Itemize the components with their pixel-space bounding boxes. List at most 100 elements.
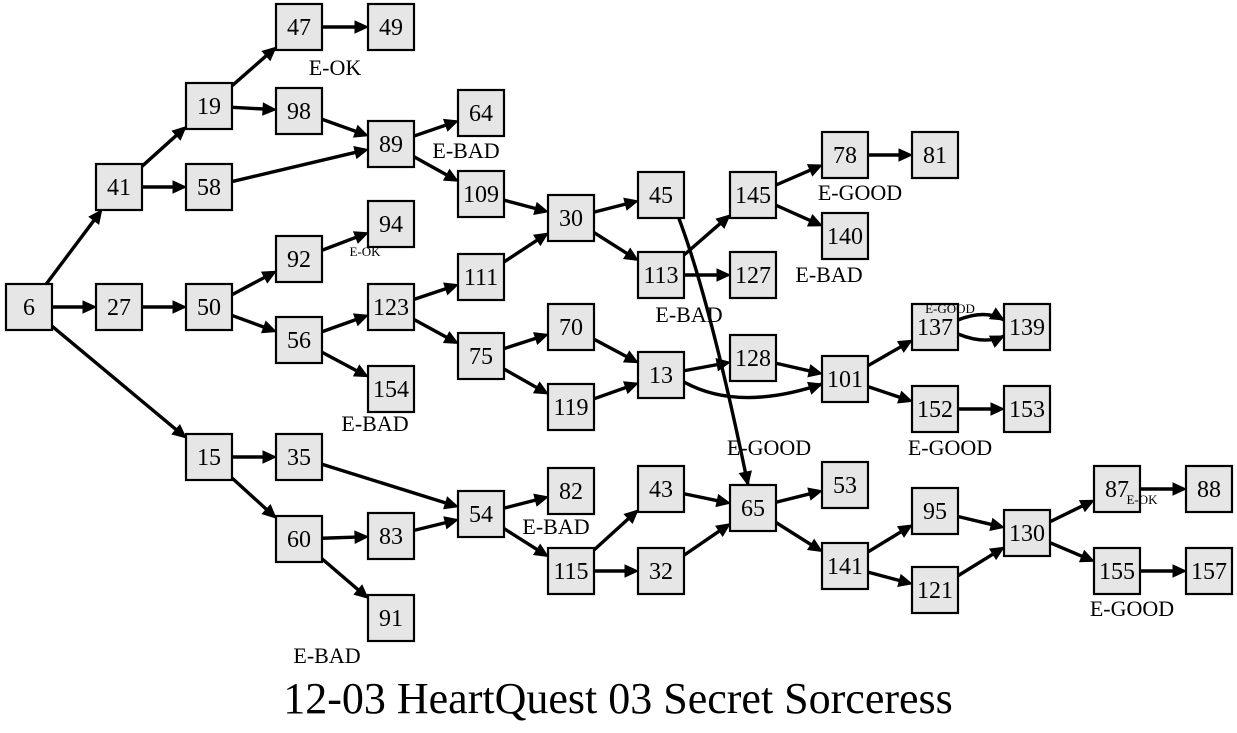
node-label: 49 [379,15,403,41]
node-box [636,250,686,300]
node-box [4,282,54,332]
node-label: 111 [464,265,498,291]
node-81: 81 [910,130,960,180]
node-137: 137 [910,302,960,352]
node-label: 94 [379,212,403,238]
node-label: 30 [559,206,583,232]
node-box [636,350,686,400]
edge-58-to-89 [231,145,370,184]
edge-27-to-50 [142,300,188,314]
node-60: 60 [274,514,324,564]
node-box [274,432,324,482]
node-115: 115 [546,546,596,596]
edge-101-to-152 [867,385,914,404]
node-box [546,193,596,243]
node-label: 50 [197,295,221,321]
node-label: 109 [463,182,499,208]
node-label: 113 [643,263,678,289]
node-box [274,2,324,52]
node-88: 88 [1184,464,1234,514]
edge-56-to-154 [321,350,370,378]
node-64: 64 [456,88,506,138]
edge-70-to-13 [593,337,640,364]
node-box [820,460,870,510]
node-53: 53 [820,460,870,510]
edge-145-to-78 [775,164,824,187]
node-box [366,511,416,561]
node-box [366,364,416,414]
node-111: 111 [456,252,506,302]
node-139: 139 [1002,302,1052,352]
edge-92-to-94 [321,231,370,252]
node-101: 101 [820,354,870,404]
edge-141-to-121 [867,570,914,587]
node-label: 155 [1099,559,1135,585]
node-box [1092,546,1142,596]
node-label: 19 [197,94,221,120]
node-label: 128 [735,346,771,372]
node-label: 27 [107,295,131,321]
edge-56-to-123 [321,313,370,334]
edge-60-to-83 [321,530,370,544]
node-label: 47 [287,15,311,41]
node-box [820,130,870,180]
ending-label-154: E-BAD [341,411,408,436]
node-label: 64 [469,101,493,127]
edge-115-to-32 [594,564,640,578]
node-label: 139 [1009,315,1045,341]
node-label: 65 [741,496,765,522]
node-label: 83 [379,524,403,550]
edge-75-to-119 [503,367,550,395]
node-157: 157 [1184,546,1234,596]
node-label: 101 [827,367,863,393]
node-54: 54 [456,489,506,539]
node-140: 140 [820,211,870,261]
edge-87-to-88 [1140,482,1188,496]
node-56: 56 [274,315,324,365]
node-123: 123 [366,282,416,332]
node-box [636,464,686,514]
node-box [1002,508,1052,558]
node-label: 130 [1009,521,1045,547]
edges-layer [44,20,1188,600]
node-box [184,81,234,131]
node-label: 53 [833,473,857,499]
ending-label-152: E-GOOD [908,435,992,460]
node-box [94,282,144,332]
node-box [366,199,416,249]
node-label: 88 [1197,477,1221,503]
edge-89-to-64 [413,118,460,138]
node-box [910,486,960,536]
node-box [546,546,596,596]
edge-6-to-27 [52,300,98,314]
node-box [1002,384,1052,434]
edge-119-to-13 [593,381,640,401]
node-82: 82 [546,466,596,516]
node-94: 94 [366,199,416,249]
node-box [366,2,416,52]
node-box [1092,464,1142,514]
ending-label-155: E-GOOD [1090,596,1174,621]
node-78: 78 [820,130,870,180]
node-95: 95 [910,486,960,536]
node-45: 45 [636,170,686,220]
node-65: 65 [728,483,778,533]
node-box [1184,464,1234,514]
node-label: 115 [553,559,588,585]
node-128: 128 [728,333,778,383]
edge-141-to-95 [867,524,914,554]
node-label: 87 [1105,477,1129,503]
node-box [636,170,686,220]
edge-101-to-137 [867,339,914,368]
node-92: 92 [274,234,324,284]
node-49: 49 [366,2,416,52]
node-label: 41 [107,175,131,201]
node-30: 30 [546,193,596,243]
node-119: 119 [546,382,596,432]
ending-labels-layer: E-OKE-BADE-OKE-BADE-BADE-BADE-GOODE-BADE… [293,55,1174,668]
node-box [910,302,960,352]
node-box [456,489,506,539]
edge-83-to-54 [413,516,460,533]
edge-32-to-65 [683,523,731,557]
node-box [910,565,960,615]
